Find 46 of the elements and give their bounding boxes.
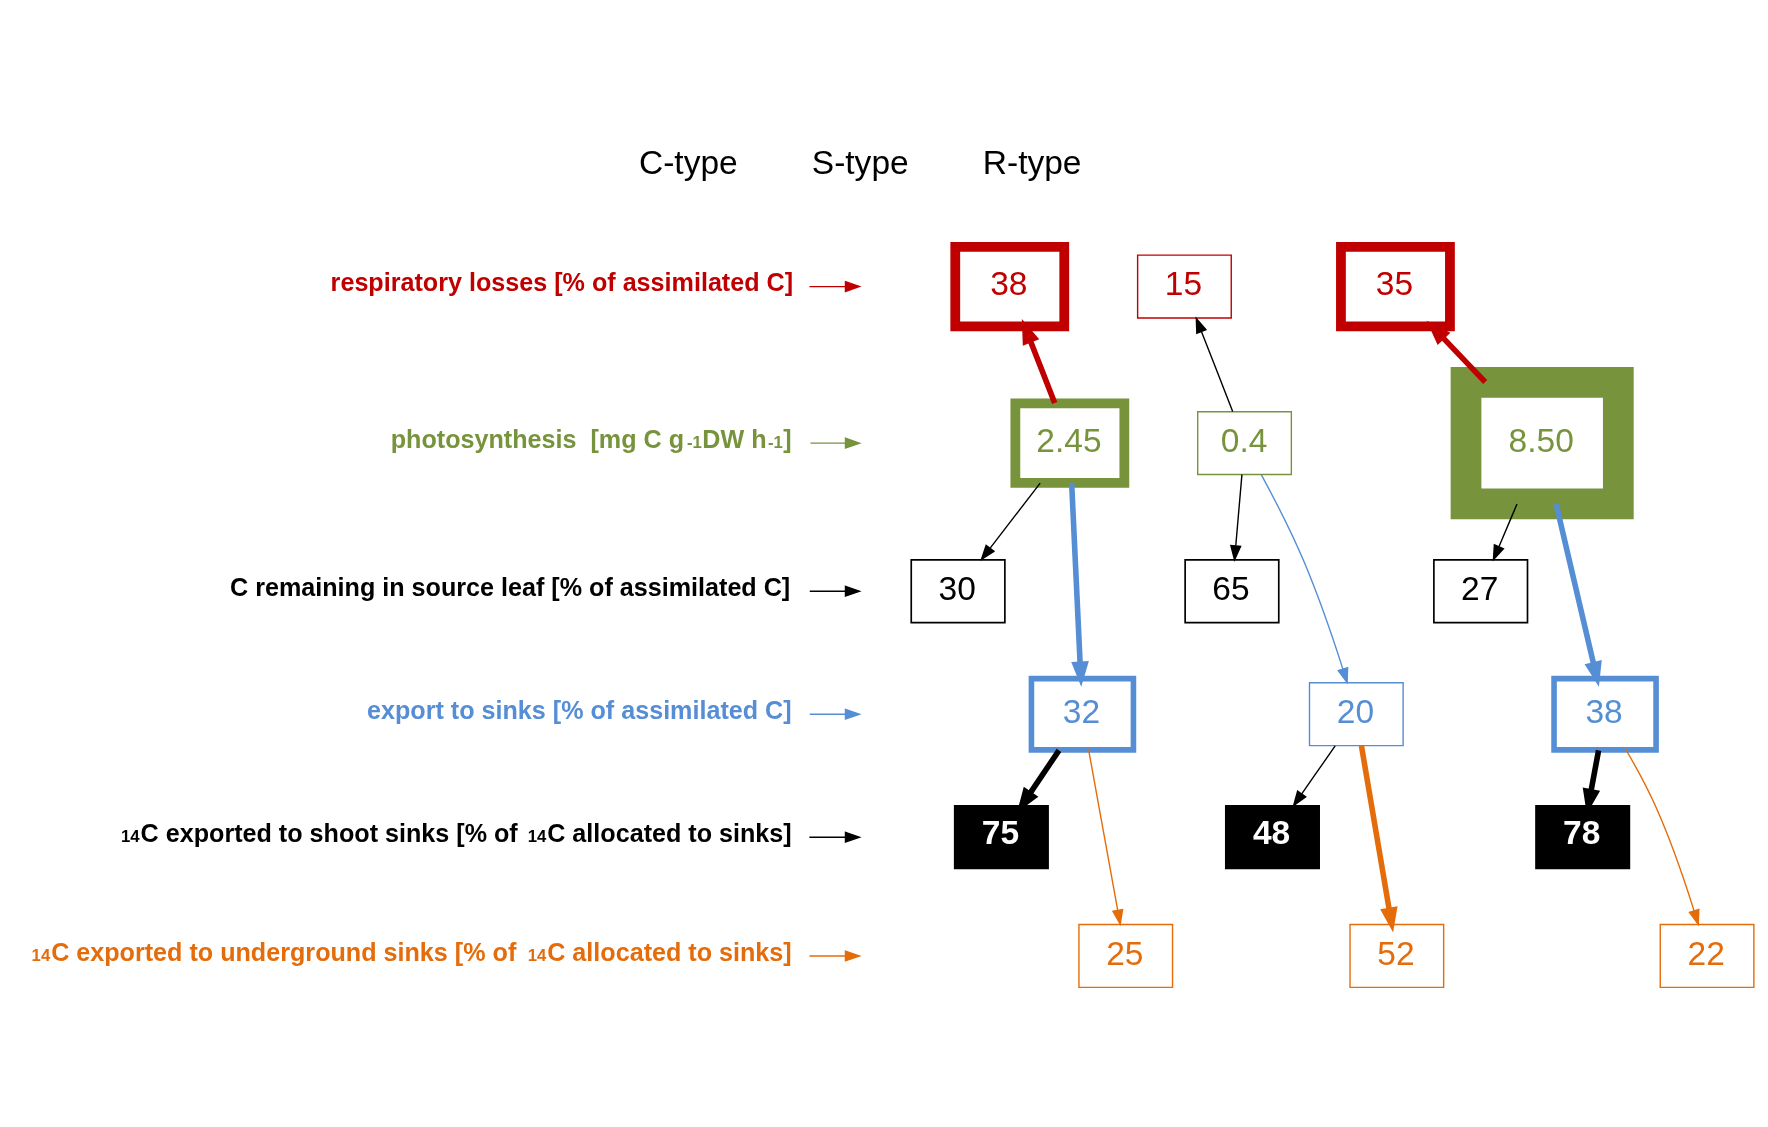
node-box: 32 [1028, 675, 1137, 753]
node-text: 14C exported to underground sinks [% of 14C allocated to sinks] [31, 937, 792, 966]
label: C-type [639, 143, 738, 181]
arrow [1625, 748, 1700, 926]
node-box: 2.45 [1010, 397, 1130, 488]
label: S-type [811, 143, 909, 181]
node-box: 75 [953, 804, 1049, 869]
node-text: photosynthesis [mg C g-1DW h-1] [390, 424, 792, 453]
node-text: 14C exported to shoot sinks [% of 14C allocated to sinks] [121, 818, 792, 847]
node-box: 0.4 [1197, 410, 1293, 475]
node-box: 35 [1336, 241, 1455, 331]
node-box: 30 [910, 558, 1006, 624]
node-box: 25 [1078, 923, 1174, 988]
arrow [808, 949, 862, 962]
arrow [1553, 502, 1602, 687]
arrow [1292, 744, 1336, 807]
arrow [809, 707, 862, 720]
arrow [808, 280, 862, 292]
arrow [1229, 473, 1243, 562]
node-box: 38 [1551, 675, 1659, 753]
arrow [1426, 320, 1488, 384]
node-box: 48 [1224, 804, 1320, 869]
node-box: 38 [950, 241, 1070, 331]
node-text: respiratory losses [% of assimilated C] [330, 267, 794, 296]
arrow [1260, 473, 1349, 684]
arrow [1087, 748, 1124, 926]
node-text: C remaining in source leaf [% of assimilated C] [230, 572, 791, 601]
arrow [808, 830, 862, 843]
node-box: 65 [1184, 558, 1280, 624]
node-box: 22 [1659, 923, 1755, 988]
node-box: 15 [1136, 254, 1232, 319]
arrow [1358, 744, 1398, 933]
arrow [980, 481, 1041, 561]
label: R-type [982, 143, 1082, 181]
arrow [1492, 502, 1518, 562]
node-box: 78 [1535, 804, 1631, 869]
node-text: export to sinks [% of assimilated C] [366, 695, 792, 724]
arrow [809, 436, 862, 449]
node-box: 27 [1433, 558, 1529, 624]
node-box: 20 [1308, 681, 1404, 746]
arrow [809, 584, 862, 597]
node-box: 8.50 [1450, 366, 1634, 519]
arrow [1195, 315, 1234, 412]
node-box: 52 [1349, 923, 1445, 988]
arrow [1021, 318, 1058, 404]
arrow [1068, 482, 1089, 687]
